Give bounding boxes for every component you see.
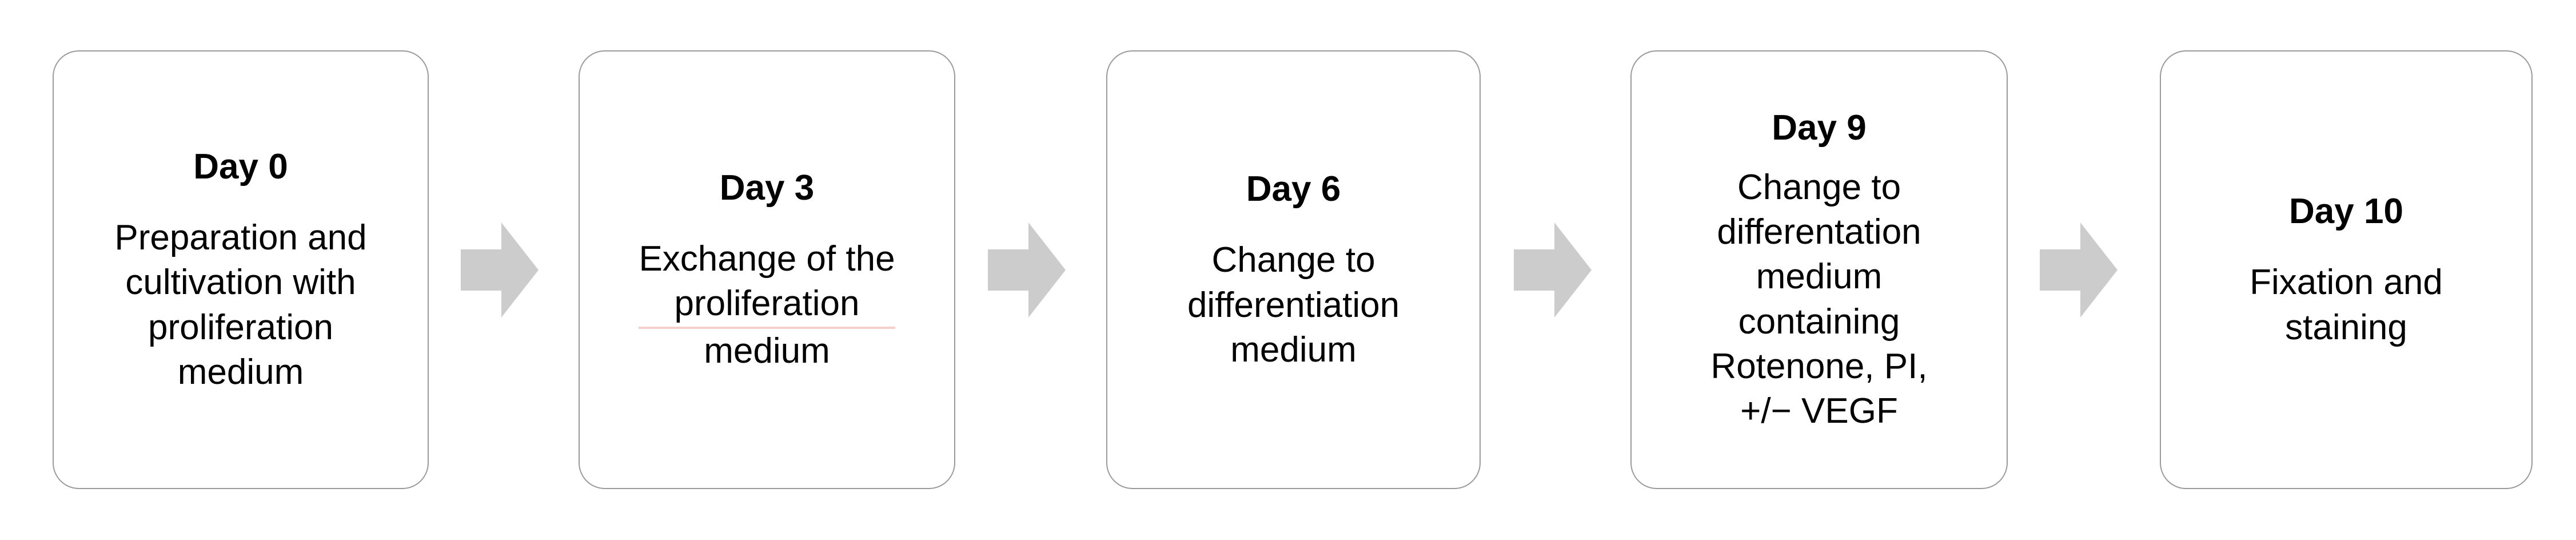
step-title: Day 10: [2289, 192, 2403, 232]
step-box-day-3[interactable]: Day 3 Exchange of the proliferation medi…: [579, 50, 955, 489]
step-body-line: differentiation: [1187, 285, 1400, 325]
step-body: Preparation and cultivation with prolife…: [114, 216, 366, 394]
step-body-line: proliferation: [148, 307, 333, 347]
step-body: Fixation and staining: [2250, 260, 2443, 350]
step-body-line: staining: [2285, 307, 2407, 347]
step-body-line: medium: [1756, 257, 1883, 297]
step-body: Exchange of the proliferation medium: [639, 237, 895, 374]
step-body-line: Change to: [1211, 240, 1375, 280]
step-body-line: Change to: [1737, 168, 1901, 208]
step-title: Day 3: [719, 168, 815, 208]
step-body-line: containing: [1738, 301, 1900, 342]
step-title: Day 9: [1772, 108, 1867, 148]
step-body-line: Exchange of the: [639, 239, 895, 279]
step-body-line: Rotenone, PI,: [1710, 346, 1928, 386]
step-body-line: medium: [1230, 329, 1357, 370]
step-title: Day 0: [193, 147, 288, 187]
step-body-line: +/− VEGF: [1740, 391, 1898, 431]
step-body-line: Preparation and: [114, 218, 367, 258]
step-body-line: medium: [177, 352, 304, 392]
right-arrow-icon: [988, 223, 1066, 317]
right-arrow-icon: [2040, 223, 2118, 317]
step-body-line: differentation: [1717, 212, 1921, 252]
step-box-day-10[interactable]: Day 10 Fixation and staining: [2160, 50, 2533, 489]
step-body-line: cultivation with: [125, 263, 356, 303]
step-body: Change to differentiation medium: [1187, 238, 1399, 372]
right-arrow-icon: [1514, 223, 1592, 317]
step-box-day-6[interactable]: Day 6 Change to differentiation medium: [1106, 50, 1481, 489]
step-title: Day 6: [1246, 169, 1341, 209]
step-body: Change to differentation medium containi…: [1710, 165, 1927, 434]
step-body-line: medium: [704, 331, 830, 371]
step-body-line: proliferation: [639, 281, 895, 329]
step-box-day-0[interactable]: Day 0 Preparation and cultivation with p…: [53, 50, 429, 489]
step-box-day-9[interactable]: Day 9 Change to differentation medium co…: [1630, 50, 2008, 489]
step-body-line: Fixation and: [2250, 263, 2443, 303]
right-arrow-icon: [461, 223, 539, 317]
